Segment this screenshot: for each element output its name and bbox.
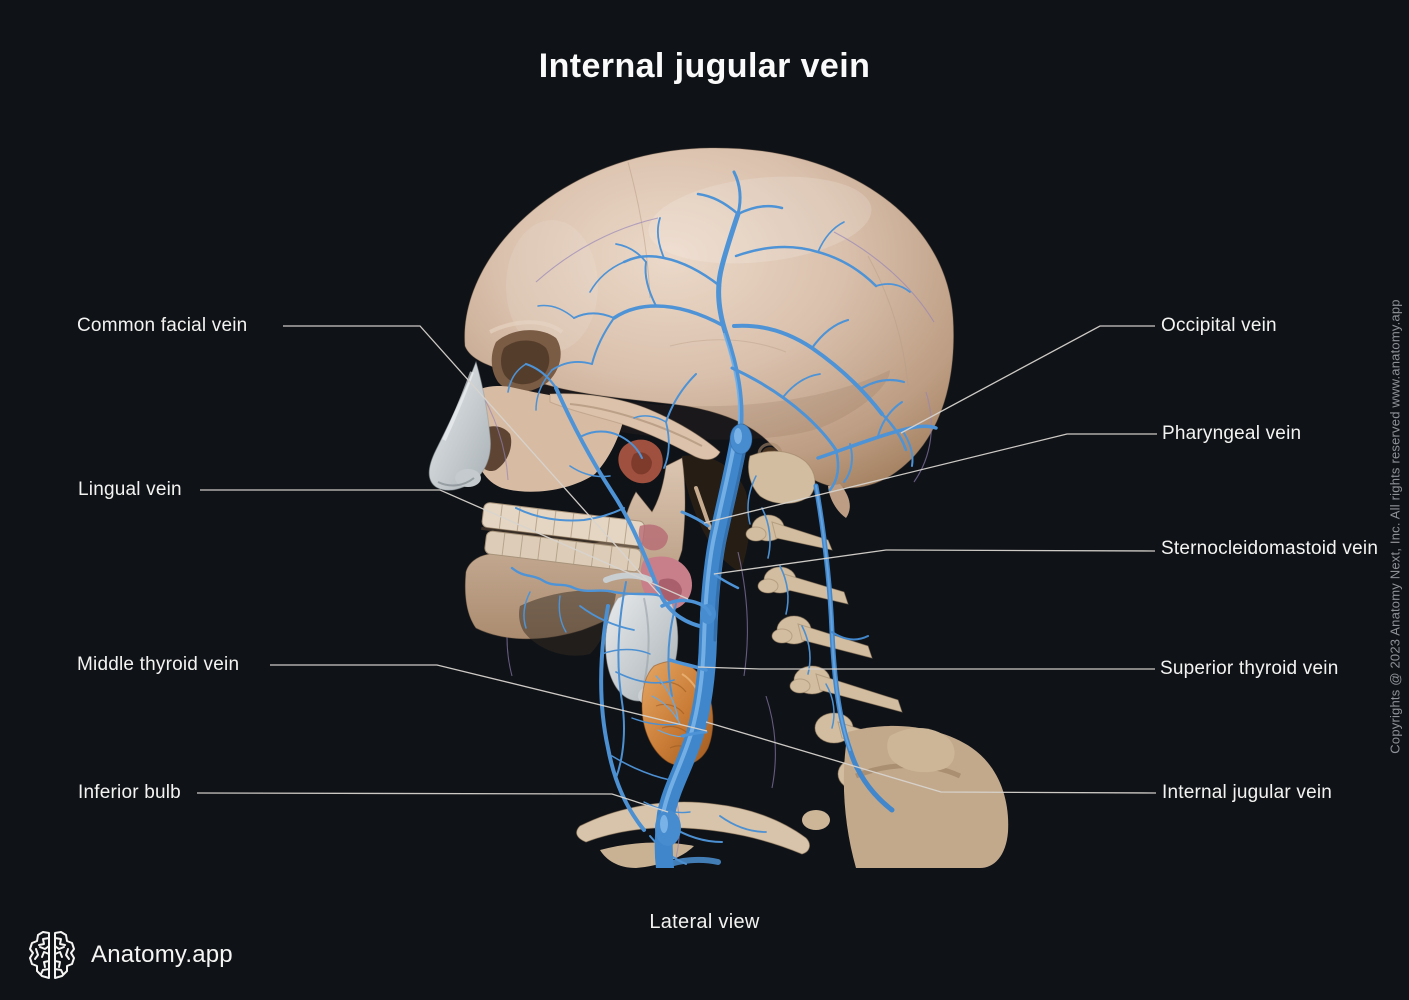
shoulder-girdle [576,725,1009,868]
view-caption: Lateral view [649,911,760,933]
brain-logo-icon [29,931,75,979]
skull-illustration [428,147,1009,868]
label-lingual-vein: Lingual vein [78,479,182,500]
label-internal-jugular-vein: Internal jugular vein [1162,782,1333,803]
label-occipital-vein: Occipital vein [1161,315,1277,336]
brand-name: Anatomy.app [91,941,233,968]
copyright-text: Copyrights @ 2023 Anatomy Next, Inc. All… [1387,299,1403,754]
page-title: Internal jugular vein [538,47,871,85]
label-superior-thyroid-vein: Superior thyroid vein [1160,658,1339,679]
label-pharyngeal-vein: Pharyngeal vein [1162,423,1302,444]
brand: Anatomy.app [28,929,233,981]
illustration [420,136,1020,876]
label-common-facial-vein: Common facial vein [77,315,248,336]
nose-cartilage [428,360,491,491]
label-middle-thyroid-vein: Middle thyroid vein [77,654,240,675]
label-inferior-bulb: Inferior bulb [78,782,181,803]
label-sternocleidomastoid-vein: Sternocleidomastoid vein [1161,538,1379,559]
